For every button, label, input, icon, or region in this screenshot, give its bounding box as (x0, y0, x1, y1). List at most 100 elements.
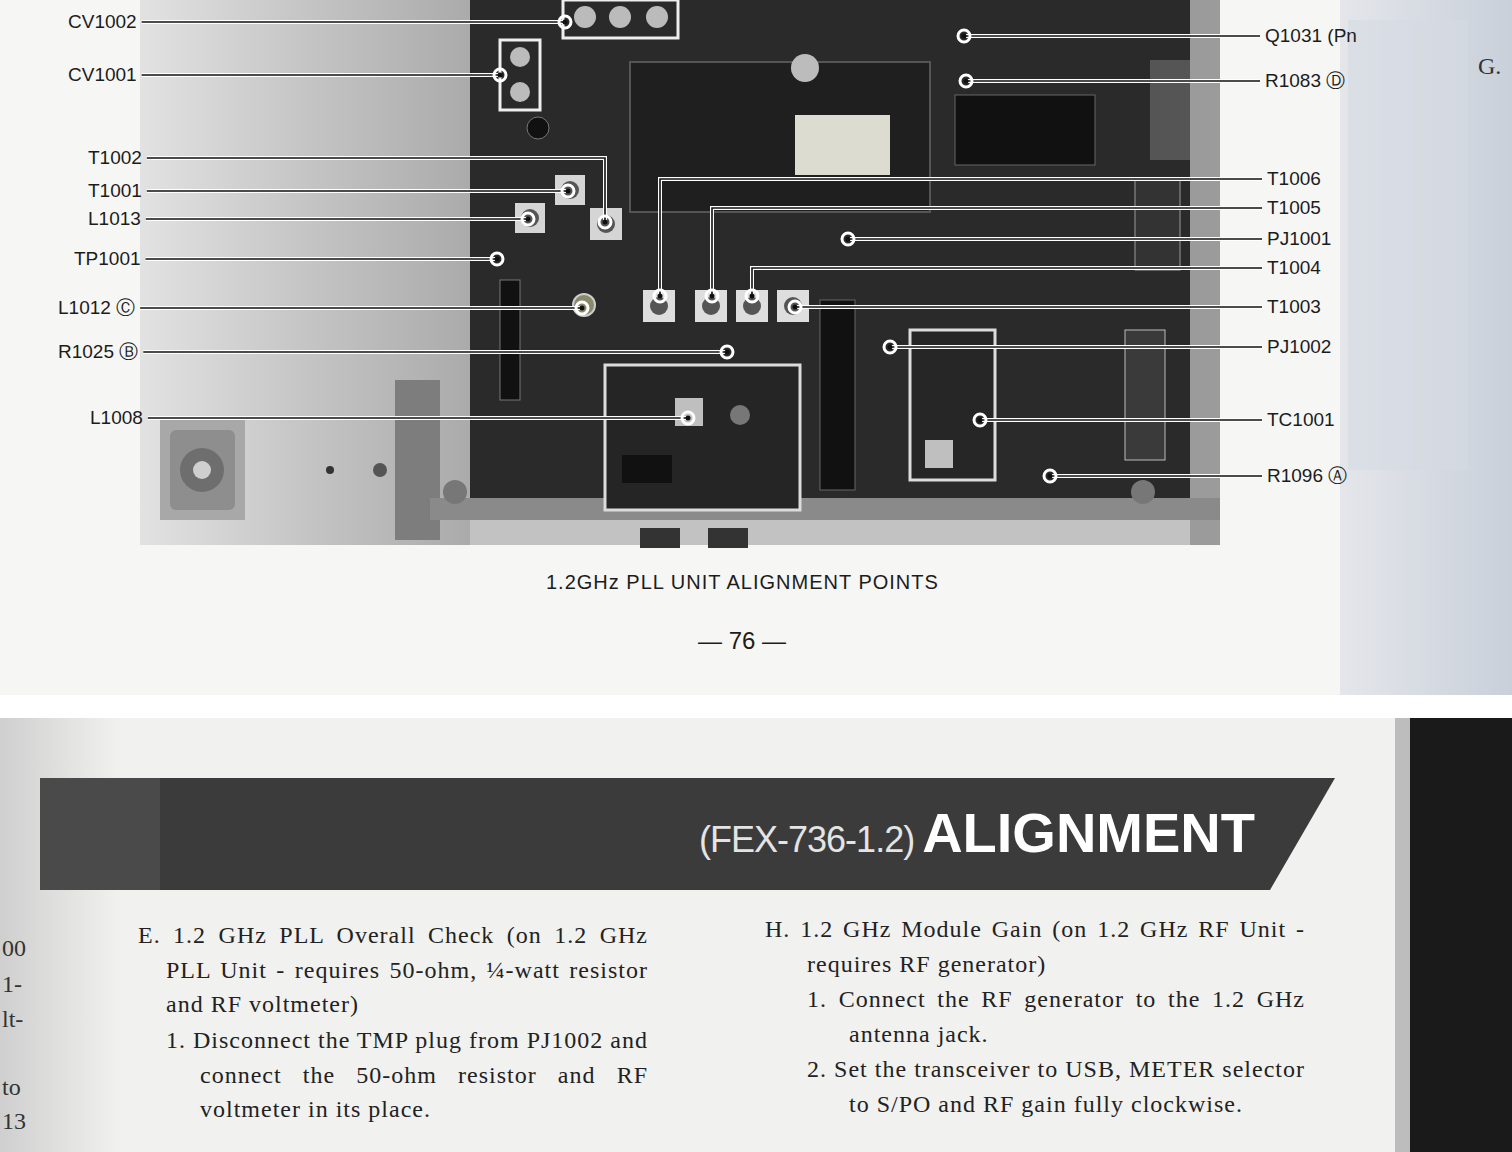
target-dot (580, 306, 585, 311)
target-ring (491, 253, 503, 265)
model-number: (FEX-736-1.2) (699, 819, 914, 861)
body-paragraph: 1. Connect the RF generator to the 1.2 G… (807, 982, 1305, 1051)
leader-halo (148, 416, 688, 420)
target-ring (974, 414, 986, 426)
leader-halo (980, 418, 1262, 422)
target-dot (888, 345, 893, 350)
leader-line (848, 238, 1262, 240)
leader-line (890, 346, 1262, 348)
target-dot (686, 416, 691, 421)
callout-label: T1004 (1267, 257, 1321, 279)
leader-line (143, 351, 727, 353)
leader-halo (147, 158, 605, 222)
callout-label: L1013 (88, 208, 141, 230)
target-dot (750, 294, 755, 299)
target-dot (603, 220, 608, 225)
target-ring (958, 30, 970, 42)
leader-halo (1050, 474, 1262, 478)
target-dot (846, 237, 851, 242)
callout-label: L1008 (90, 407, 143, 429)
leader-line (140, 307, 582, 309)
leader-line (1050, 475, 1262, 477)
leader-halo (964, 34, 1260, 38)
leader-line (146, 258, 497, 260)
margin-text: G. (1478, 53, 1501, 80)
target-ring (960, 75, 972, 87)
margin-text: 1- (2, 971, 22, 998)
target-dot (566, 189, 571, 194)
body-paragraph: 2. Set the transceiver to USB, METER sel… (807, 1052, 1305, 1121)
callout-label: TC1001 (1267, 409, 1335, 431)
target-dot (526, 217, 531, 222)
callout-label: TP1001 (74, 248, 141, 270)
title-banner: (FEX-736-1.2)ALIGNMENT (40, 778, 1335, 890)
leader-halo (966, 79, 1260, 83)
callout-label: R1025 Ⓑ (58, 339, 138, 365)
banner-fill (40, 778, 1335, 890)
callout-label: PJ1001 (1267, 228, 1331, 250)
target-ring (706, 290, 718, 302)
leader-line (147, 158, 605, 222)
target-dot (498, 73, 503, 78)
leader-line (142, 21, 565, 23)
margin-text: to (2, 1074, 21, 1101)
figure-caption: 1.2GHz PLL UNIT ALIGNMENT POINTS (546, 571, 939, 594)
margin-text: lt- (2, 1006, 23, 1033)
leader-line (966, 80, 1260, 82)
callout-label: CV1002 (68, 11, 137, 33)
callout-label: T1001 (88, 180, 142, 202)
target-ring (654, 290, 666, 302)
leader-halo (660, 179, 1262, 296)
target-ring (842, 233, 854, 245)
target-dot (563, 20, 568, 25)
target-dot (710, 294, 715, 299)
margin-text: 00 (2, 935, 26, 962)
target-ring (1044, 470, 1056, 482)
target-ring (559, 16, 571, 28)
leader-halo (890, 345, 1262, 349)
page-number: — 76 — (698, 627, 786, 655)
callout-label: L1012 Ⓒ (58, 295, 135, 321)
target-ring (884, 341, 896, 353)
leader-line (712, 208, 1262, 296)
leader-halo (142, 73, 500, 77)
target-dot (793, 305, 798, 310)
target-ring (682, 412, 694, 424)
callout-label: Q1031 (Pn (1265, 25, 1357, 47)
target-ring (746, 290, 758, 302)
margin-text: 13 (2, 1108, 26, 1135)
callout-label: T1002 (88, 147, 142, 169)
target-ring (522, 213, 534, 225)
leader-line (660, 179, 1262, 296)
banner-shade (40, 778, 160, 890)
leader-line (142, 74, 500, 76)
leader-line (964, 35, 1260, 37)
leader-line (147, 190, 568, 192)
leader-halo (147, 189, 568, 193)
callout-label: T1006 (1267, 168, 1321, 190)
body-paragraph: H. 1.2 GHz Module Gain (on 1.2 GHz RF Un… (765, 912, 1305, 981)
target-dot (964, 79, 969, 84)
body-paragraph: E. 1.2 GHz PLL Overall Check (on 1.2 GHz… (138, 918, 648, 1022)
callout-label: T1003 (1267, 296, 1321, 318)
target-ring (562, 185, 574, 197)
body-paragraph: 1. Disconnect the TMP plug from PJ1002 a… (166, 1023, 648, 1127)
leader-halo (143, 350, 727, 354)
leader-halo (146, 217, 528, 221)
section-title: ALIGNMENT (922, 800, 1255, 865)
target-dot (978, 418, 983, 423)
leader-halo (795, 305, 1262, 309)
callout-label: CV1001 (68, 64, 137, 86)
leader-halo (146, 257, 497, 261)
callout-label: T1005 (1267, 197, 1321, 219)
leader-line (795, 306, 1262, 308)
target-dot (658, 294, 663, 299)
leader-halo (848, 237, 1262, 241)
leader-halo (712, 208, 1262, 296)
callout-label: R1096 Ⓐ (1267, 463, 1347, 489)
target-ring (789, 301, 801, 313)
leader-line (148, 417, 688, 419)
target-dot (495, 257, 500, 262)
target-dot (1048, 474, 1053, 479)
